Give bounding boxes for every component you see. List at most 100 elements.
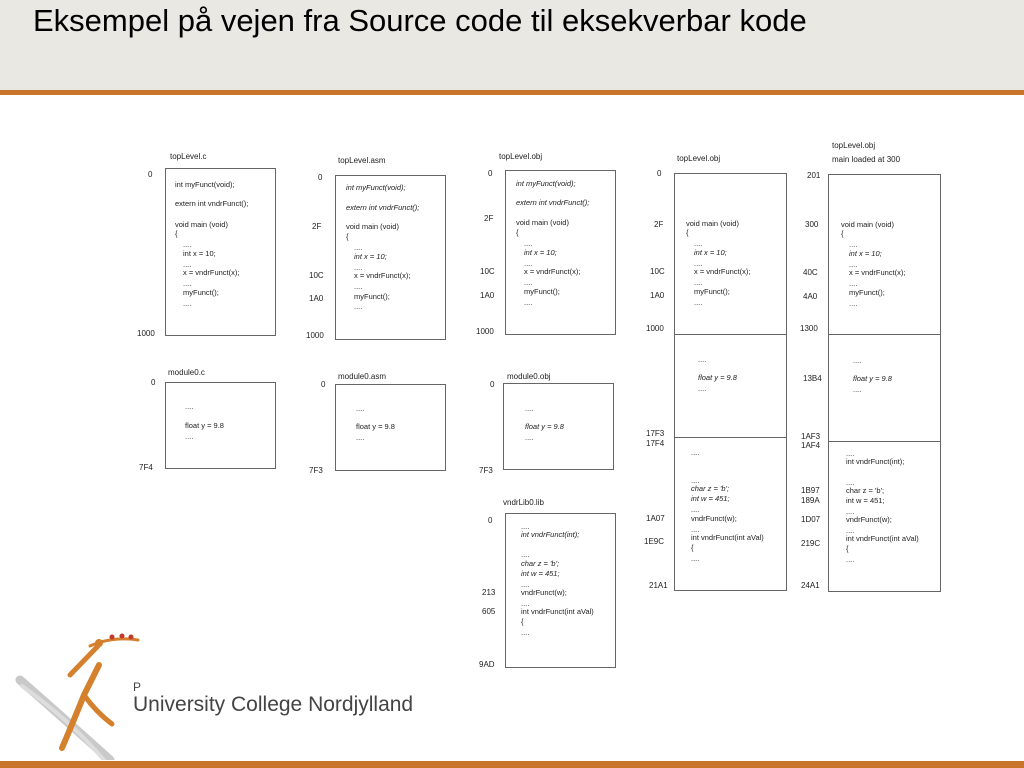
code-line: vndrFunct(w); bbox=[691, 514, 737, 523]
address: 7F3 bbox=[479, 466, 493, 475]
code-line: myFunct(); bbox=[354, 292, 390, 301]
code-line: .... bbox=[354, 263, 363, 272]
code-line: .... bbox=[183, 279, 192, 288]
code-line: .... bbox=[524, 259, 533, 268]
slide-header bbox=[0, 0, 1024, 90]
toplevel-obj-box bbox=[505, 170, 616, 335]
toplevel-asm-box bbox=[335, 175, 446, 340]
address: 201 bbox=[807, 171, 821, 180]
address: 1AF3 bbox=[801, 432, 821, 441]
code-line: .... bbox=[183, 299, 192, 308]
code-line: int vndrFunct(int); bbox=[521, 530, 580, 539]
label-toplevel-obj: topLevel.obj bbox=[499, 152, 543, 161]
code-line: .... bbox=[694, 278, 703, 287]
code-line: .... bbox=[694, 259, 703, 268]
label-module0-obj: module0.obj bbox=[507, 372, 551, 381]
code-line: { bbox=[346, 232, 349, 241]
code-line: float y = 9.8 bbox=[525, 422, 564, 431]
code-line: int vndrFunct(int aVal) bbox=[846, 534, 919, 543]
address: 189A bbox=[801, 496, 820, 505]
code-line: .... bbox=[853, 356, 862, 365]
slide-title: Eksempel på vejen fra Source code til ek… bbox=[33, 3, 807, 38]
segment-divider bbox=[828, 334, 941, 335]
code-line: .... bbox=[849, 260, 858, 269]
code-line: .... bbox=[846, 555, 855, 564]
address: 1300 bbox=[800, 324, 818, 333]
label-toplevel-c: topLevel.c bbox=[170, 152, 207, 161]
loaded-obj-box bbox=[828, 174, 941, 592]
code-line: .... bbox=[691, 476, 700, 485]
code-line: { bbox=[516, 228, 519, 237]
code-line: myFunct(); bbox=[524, 287, 560, 296]
address: 2F bbox=[654, 220, 664, 229]
address: 7F3 bbox=[309, 466, 323, 475]
code-line: .... bbox=[849, 279, 858, 288]
code-line: myFunct(); bbox=[694, 287, 730, 296]
code-line: .... bbox=[849, 240, 858, 249]
code-line: int w = 451; bbox=[521, 569, 560, 578]
code-line: vndrFunct(w); bbox=[846, 515, 892, 524]
code-line: .... bbox=[524, 278, 533, 287]
code-line: .... bbox=[356, 433, 365, 442]
code-line: x = vndrFunct(x); bbox=[354, 271, 411, 280]
school-prefix: P bbox=[133, 680, 142, 694]
address: 13B4 bbox=[803, 374, 822, 383]
code-line: .... bbox=[691, 525, 700, 534]
segment-divider bbox=[674, 334, 787, 335]
address: 0 bbox=[657, 169, 662, 178]
address: 1A07 bbox=[646, 514, 665, 523]
code-line: .... bbox=[853, 385, 862, 394]
toplevel-c-box bbox=[165, 168, 276, 336]
address: 24A1 bbox=[801, 581, 820, 590]
code-line: .... bbox=[354, 282, 363, 291]
label-main-loaded: main loaded at 300 bbox=[832, 155, 901, 164]
code-line: .... bbox=[846, 478, 855, 487]
code-line: .... bbox=[694, 298, 703, 307]
code-line: .... bbox=[694, 239, 703, 248]
code-line: char z = 'b'; bbox=[521, 559, 560, 568]
code-line: int w = 451; bbox=[846, 496, 885, 505]
code-line: extern int vndrFunct(); bbox=[346, 203, 420, 212]
label-toplevel-asm: topLevel.asm bbox=[338, 156, 386, 165]
address: 1000 bbox=[137, 329, 155, 338]
address: 9AD bbox=[479, 660, 495, 669]
linked-obj-box bbox=[674, 173, 787, 591]
code-line: .... bbox=[525, 404, 534, 413]
code-line: extern int vndrFunct(); bbox=[175, 199, 249, 208]
code-line: .... bbox=[185, 402, 194, 411]
address: 10C bbox=[309, 271, 324, 280]
code-line: x = vndrFunct(x); bbox=[694, 267, 751, 276]
address: 10C bbox=[480, 267, 495, 276]
code-line: void main (void) bbox=[841, 220, 894, 229]
code-line: .... bbox=[524, 298, 533, 307]
code-line: .... bbox=[183, 240, 192, 249]
module0-c-box bbox=[165, 382, 276, 469]
code-line: void main (void) bbox=[346, 222, 399, 231]
code-line: myFunct(); bbox=[183, 288, 219, 297]
code-line: .... bbox=[846, 526, 855, 535]
accent-rule-bottom bbox=[0, 761, 1024, 768]
code-line: { bbox=[175, 229, 178, 238]
address: 1A0 bbox=[650, 291, 665, 300]
module0-asm-box bbox=[335, 384, 446, 471]
code-line: extern int vndrFunct(); bbox=[516, 198, 590, 207]
code-line: .... bbox=[354, 243, 363, 252]
code-line: int myFunct(void); bbox=[516, 179, 576, 188]
ucn-logo-icon bbox=[15, 633, 140, 760]
segment-divider bbox=[674, 437, 787, 438]
code-line: int x = 10; bbox=[849, 249, 882, 258]
label-vndrlib0: vndrLib0.lib bbox=[503, 498, 544, 507]
code-line: .... bbox=[524, 239, 533, 248]
code-line: int x = 10; bbox=[183, 249, 216, 258]
code-line: int myFunct(void); bbox=[346, 183, 406, 192]
label-loaded-obj: topLevel.obj bbox=[832, 141, 876, 150]
code-line: .... bbox=[521, 628, 530, 637]
code-line: { bbox=[846, 544, 849, 553]
code-line: .... bbox=[698, 384, 707, 393]
code-line: .... bbox=[354, 302, 363, 311]
label-module0-c: module0.c bbox=[168, 368, 205, 377]
code-line: float y = 9.8 bbox=[698, 373, 737, 382]
school-name: University College Nordjylland bbox=[133, 693, 414, 716]
code-line: x = vndrFunct(x); bbox=[849, 268, 906, 277]
code-line: .... bbox=[183, 260, 192, 269]
